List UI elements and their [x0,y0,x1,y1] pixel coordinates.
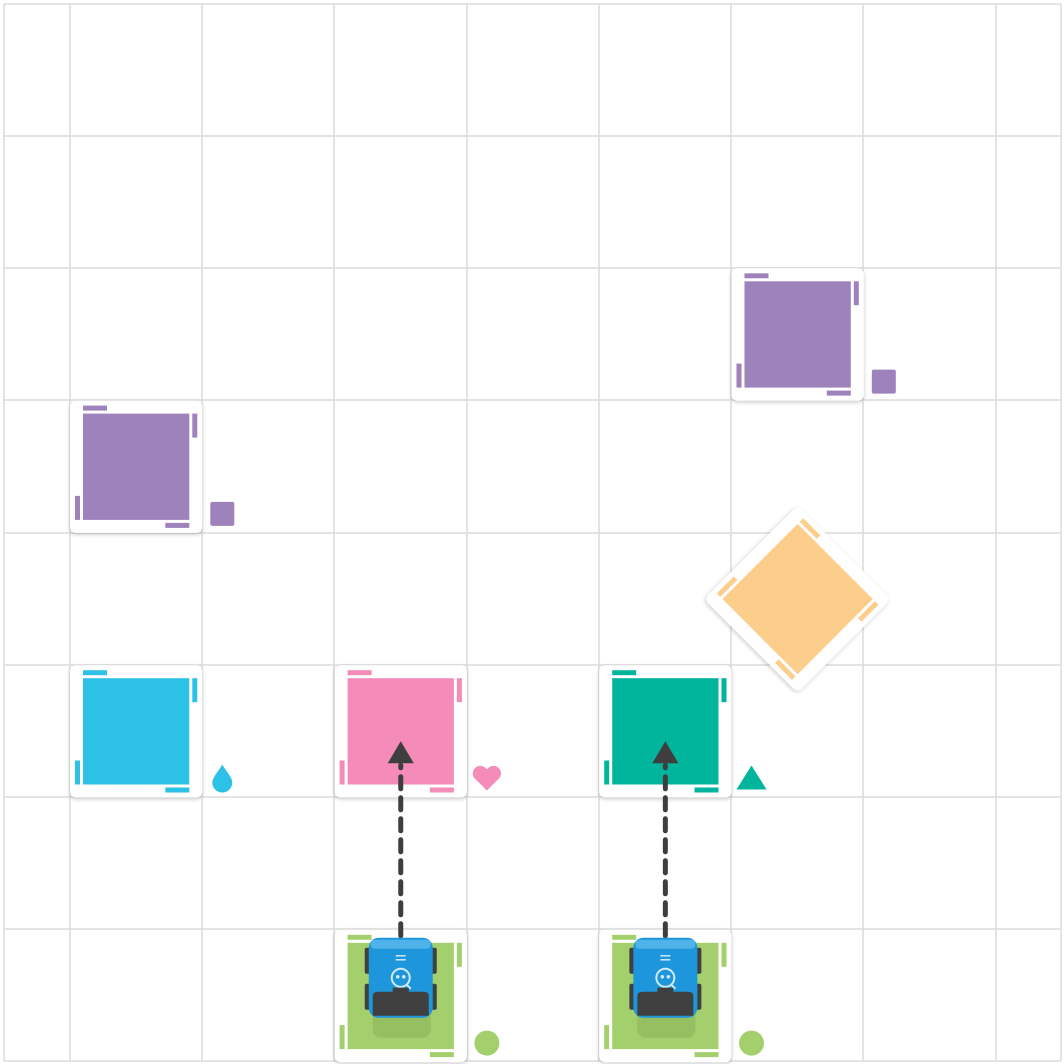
tile-edge-mark [612,935,636,940]
tile-edge-mark [75,496,80,520]
tile-edge-mark [722,943,727,967]
tile-edge-mark [457,943,462,967]
tile-edge-mark [348,670,372,675]
tile-fill [745,281,851,387]
tile-edge-mark [604,1025,609,1049]
tile-card [732,268,864,400]
robot-top-strip [371,940,431,949]
circle-icon [739,1031,764,1056]
robot-rear-block [373,988,429,1016]
robot-top-strip [635,940,695,949]
tile-edge-mark [854,281,859,305]
tile-card [70,401,202,533]
tile-edge-mark [165,788,189,793]
tile-edge-mark [165,523,189,528]
tile-edge-mark [827,391,851,396]
robot-eye-icon [402,975,406,979]
tile-edge-mark [457,678,462,702]
tile-edge-mark [192,678,197,702]
tile-edge-mark [604,761,609,785]
circle-icon [474,1031,499,1056]
tile-fill [83,678,189,784]
tile-edge-mark [430,788,454,793]
tile-edge-mark [75,761,80,785]
tile-edge-mark [340,761,345,785]
square-icon [872,370,896,394]
robot[interactable] [365,938,437,1038]
tile-edge-mark [192,414,197,438]
tile-edge-mark [695,788,719,793]
square-icon [210,502,234,526]
tile-edge-mark [348,935,372,940]
robot[interactable] [629,938,701,1038]
tile-edge-mark [722,678,727,702]
tile-edge-mark [695,1052,719,1057]
tile-edge-mark [612,670,636,675]
tile-card [70,665,202,797]
tile-edge-mark [83,406,107,411]
tile-edge-mark [83,670,107,675]
tile-fill [83,414,189,520]
robot-eye-icon [396,975,400,979]
tile-edge-mark [745,273,769,278]
robot-eye-icon [661,975,665,979]
tile-edge-mark [340,1025,345,1049]
tile-edge-mark [737,364,742,388]
robot-eye-icon [667,975,671,979]
tile-edge-mark [430,1052,454,1057]
robot-rear-block [637,988,693,1016]
